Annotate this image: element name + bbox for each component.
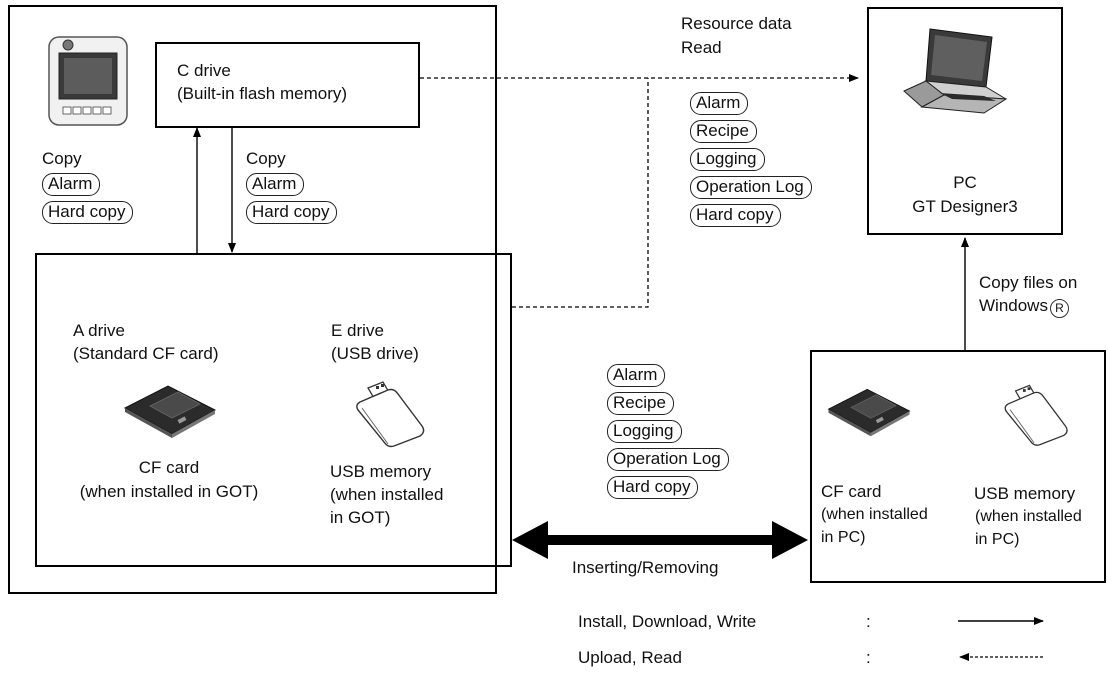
item-pill: Alarm: [607, 364, 666, 387]
inserting-removing-label: Inserting/Removing: [572, 558, 719, 577]
cf-card-note: (when installed in GOT): [79, 482, 259, 501]
item-pill: Hard copy: [607, 476, 699, 499]
cf-card-label: CF card: [138, 458, 200, 477]
cf-card-icon: [123, 385, 217, 438]
legend-read-sep: :: [866, 648, 871, 667]
inserting-removing-arrow: [512, 521, 808, 559]
c-drive-box: [155, 42, 420, 128]
copy-right-items: Alarm Hard copy: [246, 173, 338, 229]
copy-windows-label-1: Copy files on: [979, 273, 1078, 292]
resource-read-items: Alarm Recipe Logging Operation Log Hard …: [690, 92, 812, 232]
resource-read-title-1: Resource data: [681, 14, 792, 33]
legend-read-label: Upload, Read: [578, 648, 682, 667]
legend-write-label: Install, Download, Write: [578, 612, 757, 631]
item-pill: Logging: [690, 148, 765, 171]
item-pill: Logging: [607, 420, 682, 443]
pc-usb-memory-label: USB memory: [974, 484, 1076, 503]
usb-memory-note-2: in GOT): [330, 508, 391, 527]
pc-cf-card-label: CF card: [821, 482, 882, 501]
item-pill: Recipe: [690, 120, 757, 143]
usb-memory-note-1: (when installed: [330, 485, 444, 504]
item-pill: Alarm: [690, 92, 749, 115]
pc-software-label: GT Designer3: [912, 197, 1018, 216]
item-pill: Operation Log: [690, 176, 812, 199]
copy-left-label: Copy: [42, 149, 82, 168]
got-storage-box: [35, 253, 512, 567]
item-pill: Recipe: [607, 392, 674, 415]
item-pill: Hard copy: [690, 204, 782, 227]
e-drive-title: E drive: [331, 321, 384, 340]
resource-read-title-2: Read: [681, 38, 722, 57]
pc-usb-memory-note-1: (when installed: [975, 508, 1082, 525]
pc-cf-card-note-2: in PC): [821, 529, 866, 546]
c-drive-title: C drive: [177, 61, 231, 80]
registered-mark: R: [1049, 299, 1069, 318]
a-drive-subtitle: (Standard CF card): [73, 344, 219, 363]
e-drive-subtitle: (USB drive): [331, 344, 419, 363]
legend-write-sep: :: [866, 612, 871, 631]
item-pill: Hard copy: [246, 201, 338, 224]
windows-text: Windows: [979, 296, 1048, 315]
pc-usb-memory-note-2: in PC): [975, 531, 1020, 548]
a-drive-title: A drive: [73, 321, 125, 340]
copy-right-label: Copy: [246, 149, 286, 168]
usb-memory-label: USB memory: [330, 462, 432, 481]
pc-cf-card-note-1: (when installed: [821, 506, 928, 523]
read-line-got-box: [512, 78, 649, 308]
item-pill: Hard copy: [42, 201, 134, 224]
got-outer-box: [8, 5, 497, 594]
item-pill: Alarm: [42, 173, 101, 196]
exchange-items: Alarm Recipe Logging Operation Log Hard …: [607, 364, 729, 504]
got-device-icon: [48, 36, 128, 126]
pc-label: PC: [953, 173, 977, 192]
usb-memory-icon: [356, 381, 425, 448]
pc-media-box: [810, 350, 1106, 583]
pc-cf-card-icon: [827, 388, 911, 437]
copy-left-items: Alarm Hard copy: [42, 173, 134, 229]
pc-box: [867, 7, 1063, 235]
laptop-icon: [903, 28, 1008, 114]
item-pill: Operation Log: [607, 448, 729, 471]
pc-usb-memory-icon: [1004, 384, 1068, 446]
c-drive-subtitle: (Built-in flash memory): [177, 84, 348, 103]
item-pill: Alarm: [246, 173, 305, 196]
